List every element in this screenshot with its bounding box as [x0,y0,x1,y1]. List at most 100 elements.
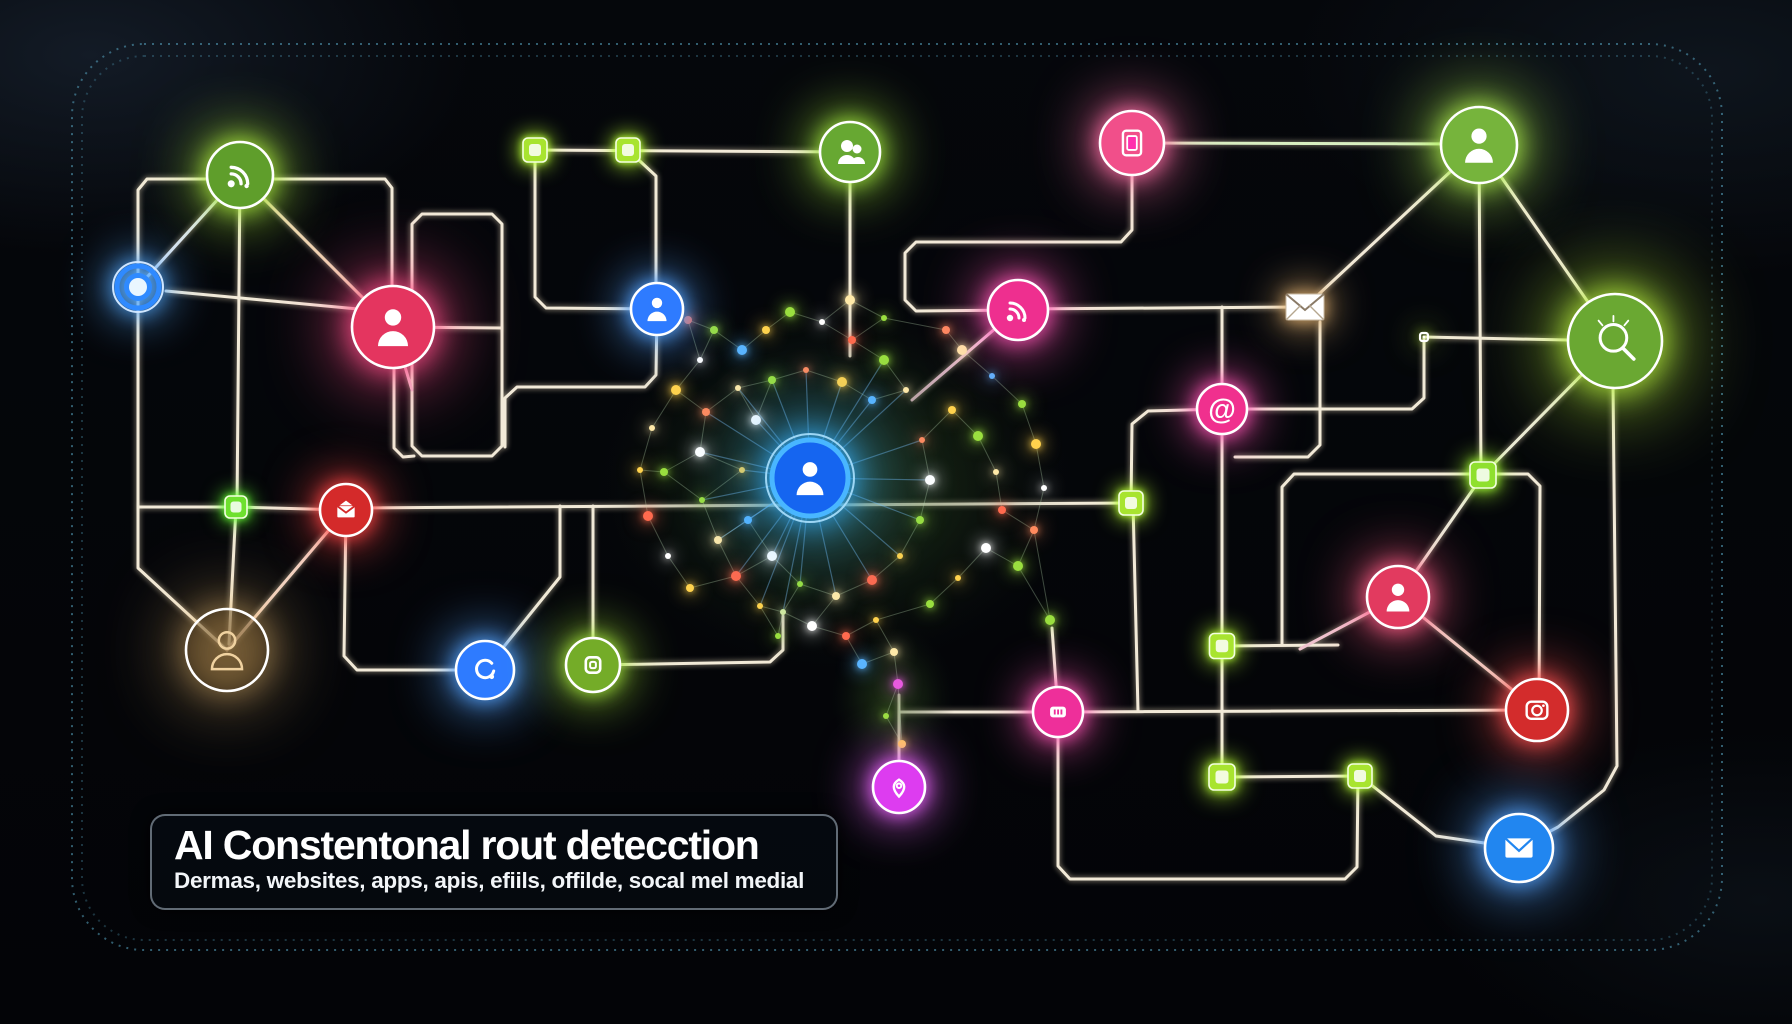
mail-note-node [1285,293,1325,321]
brain-node-dot [731,571,741,581]
lock-icon [584,656,602,674]
brain-link [782,611,813,627]
brain-node-dot [735,385,741,391]
brain-link [883,317,947,331]
connection-line [1220,643,1340,648]
brain-link [701,469,743,501]
profile-top-right-node [1439,105,1519,185]
page-title: AI Constentonal rout detecction [174,822,760,868]
mention-at-node: @ [1195,382,1249,436]
brain-node-dot [879,355,889,365]
brain-node-dot [993,469,999,475]
brain-node-dot [744,516,752,524]
profile-left-node [350,284,436,370]
connection-line [1477,143,1483,477]
brain-link [951,409,979,437]
brain-link [675,389,707,413]
brain-node-dot [883,713,889,719]
mail-open-icon [335,498,357,518]
brain-node-dot [751,415,761,425]
brain-link [717,539,737,577]
brain-link [771,369,807,381]
app-tile-node [1418,331,1430,343]
brain-node-dot [837,377,847,387]
brain-link [639,469,649,517]
brain-link [921,439,931,481]
brain-link [845,635,863,665]
brain-link [885,683,899,717]
connection-line [483,504,562,672]
brain-node-dot [739,467,745,473]
user-core-node [765,433,855,523]
brain-node-dot [803,367,809,373]
connection-line [1220,335,1426,411]
brain-node-dot [903,387,909,393]
connection-line [1016,305,1307,311]
brain-node-dot [1018,400,1026,408]
connection-line [235,173,242,509]
brain-node-dot [767,551,777,561]
wifi-icon [1006,301,1027,322]
profile-small-blue-node [629,281,685,337]
brain-node-dot [665,553,671,559]
connection-line [164,289,360,311]
person-icon [647,297,667,322]
map-pin-node [871,759,927,815]
brain-link [977,435,997,473]
brain-network [597,295,1073,775]
wifi-pink-node [986,278,1050,342]
brain-link [841,381,873,401]
brain-node-dot [785,307,795,317]
brain-node-dot [867,575,877,585]
brain-link [1017,529,1035,567]
brain-link [811,625,847,637]
brain-link [651,389,677,429]
brain-link [875,603,931,621]
chat-bars-node [1031,685,1085,739]
brain-link [821,321,853,341]
brain-link [811,595,837,627]
mail-blue-node [1483,812,1555,884]
brain-node-dot [942,326,950,334]
magnifier-icon [1597,315,1636,361]
brain-link [805,369,843,383]
brain-link [663,451,701,473]
brain-node-dot [845,295,855,305]
brain-node-dot [714,536,722,544]
brain-node-dot [897,553,903,559]
brain-link [851,317,885,341]
person-icon [796,462,824,496]
connection-line [342,508,487,672]
brain-node-dot [893,679,903,689]
brain-link [861,651,895,665]
brain-link [799,583,837,597]
brain-node-dot [643,511,653,521]
brain-link [735,575,761,607]
profile-amber-node [184,607,270,693]
brain-link [647,515,669,557]
brain-node-dot [919,437,925,443]
connection-line [392,364,416,459]
person-icon [1465,128,1493,163]
camera-red-node [1504,677,1570,743]
brain-node-dot [1013,561,1023,571]
brain-link [737,387,757,421]
brain-node-dot [637,467,643,473]
connection-line [1517,384,1619,850]
connection-line [1056,710,1360,881]
appsq-icon [1418,331,1430,343]
brain-node-dot [898,740,906,748]
brain-link [675,359,701,391]
brain-node-dot [819,319,825,325]
brain-node-dot [649,425,655,431]
brain-link [699,411,707,453]
group-users-node [818,120,882,184]
brain-node-dot [775,633,781,639]
connection-line [1056,708,1539,714]
diagram-nodes: @ [112,105,1664,884]
brain-node-dot [1045,615,1055,625]
person-icon [210,630,244,671]
connection-line [503,307,659,449]
